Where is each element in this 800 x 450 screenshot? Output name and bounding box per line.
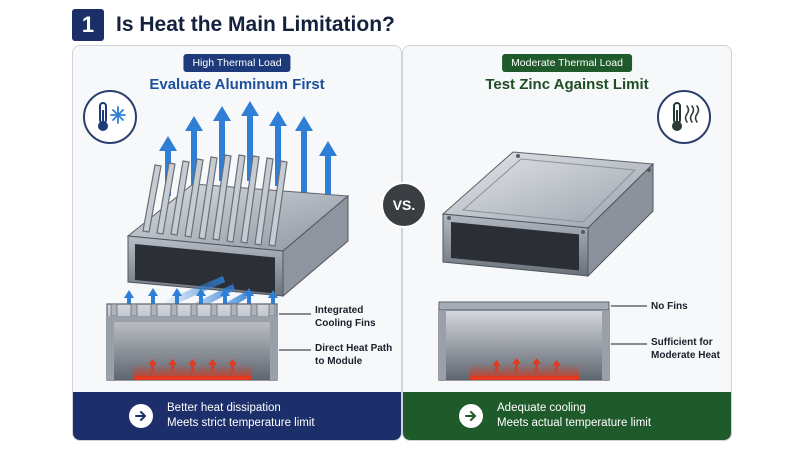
arrow-right-icon — [459, 404, 483, 428]
aluminum-benefit-line-2: Meets strict temperature limit — [167, 417, 315, 429]
zinc-card: Moderate Thermal Load Test Zinc Against … — [402, 45, 732, 441]
moderate-thermal-load-badge: Moderate Thermal Load — [502, 54, 632, 72]
direct-heat-path-callout: Direct Heat Path to Module — [315, 343, 393, 367]
thermometer-snowflake-icon — [83, 90, 137, 144]
no-fins-callout: No Fins — [651, 301, 688, 312]
zinc-card-title: Test Zinc Against Limit — [485, 76, 649, 93]
zinc-housing-illustration — [438, 151, 655, 381]
aluminum-heatsink-illustration — [106, 101, 350, 381]
aluminum-card-title: Evaluate Aluminum First — [149, 76, 325, 93]
aluminum-card: High Thermal Load Evaluate Aluminum Firs… — [72, 45, 402, 441]
versus-badge: VS. — [381, 182, 427, 228]
high-thermal-load-badge: High Thermal Load — [183, 54, 291, 72]
arrow-right-icon — [129, 404, 153, 428]
step-number-badge: 1 — [72, 9, 104, 41]
aluminum-benefit-line-1: Better heat dissipation — [167, 402, 281, 414]
aluminum-cross-section — [106, 288, 311, 381]
zinc-benefit-line-2: Meets actual temperature limit — [497, 417, 652, 429]
page-title: Is Heat the Main Limitation? — [116, 13, 395, 36]
section-header: 1 Is Heat the Main Limitation? — [72, 8, 395, 42]
aluminum-benefit-banner: Better heat dissipation Meets strict tem… — [73, 392, 401, 440]
zinc-benefit-line-1: Adequate cooling — [497, 402, 586, 414]
sufficient-moderate-heat-callout: Sufficient for Moderate Heat — [651, 337, 720, 361]
zinc-cross-section — [438, 301, 647, 381]
thermometer-heat-icon — [657, 90, 711, 144]
integrated-fins-callout: Integrated Cooling Fins — [315, 305, 376, 329]
zinc-benefit-banner: Adequate cooling Meets actual temperatur… — [403, 392, 731, 440]
